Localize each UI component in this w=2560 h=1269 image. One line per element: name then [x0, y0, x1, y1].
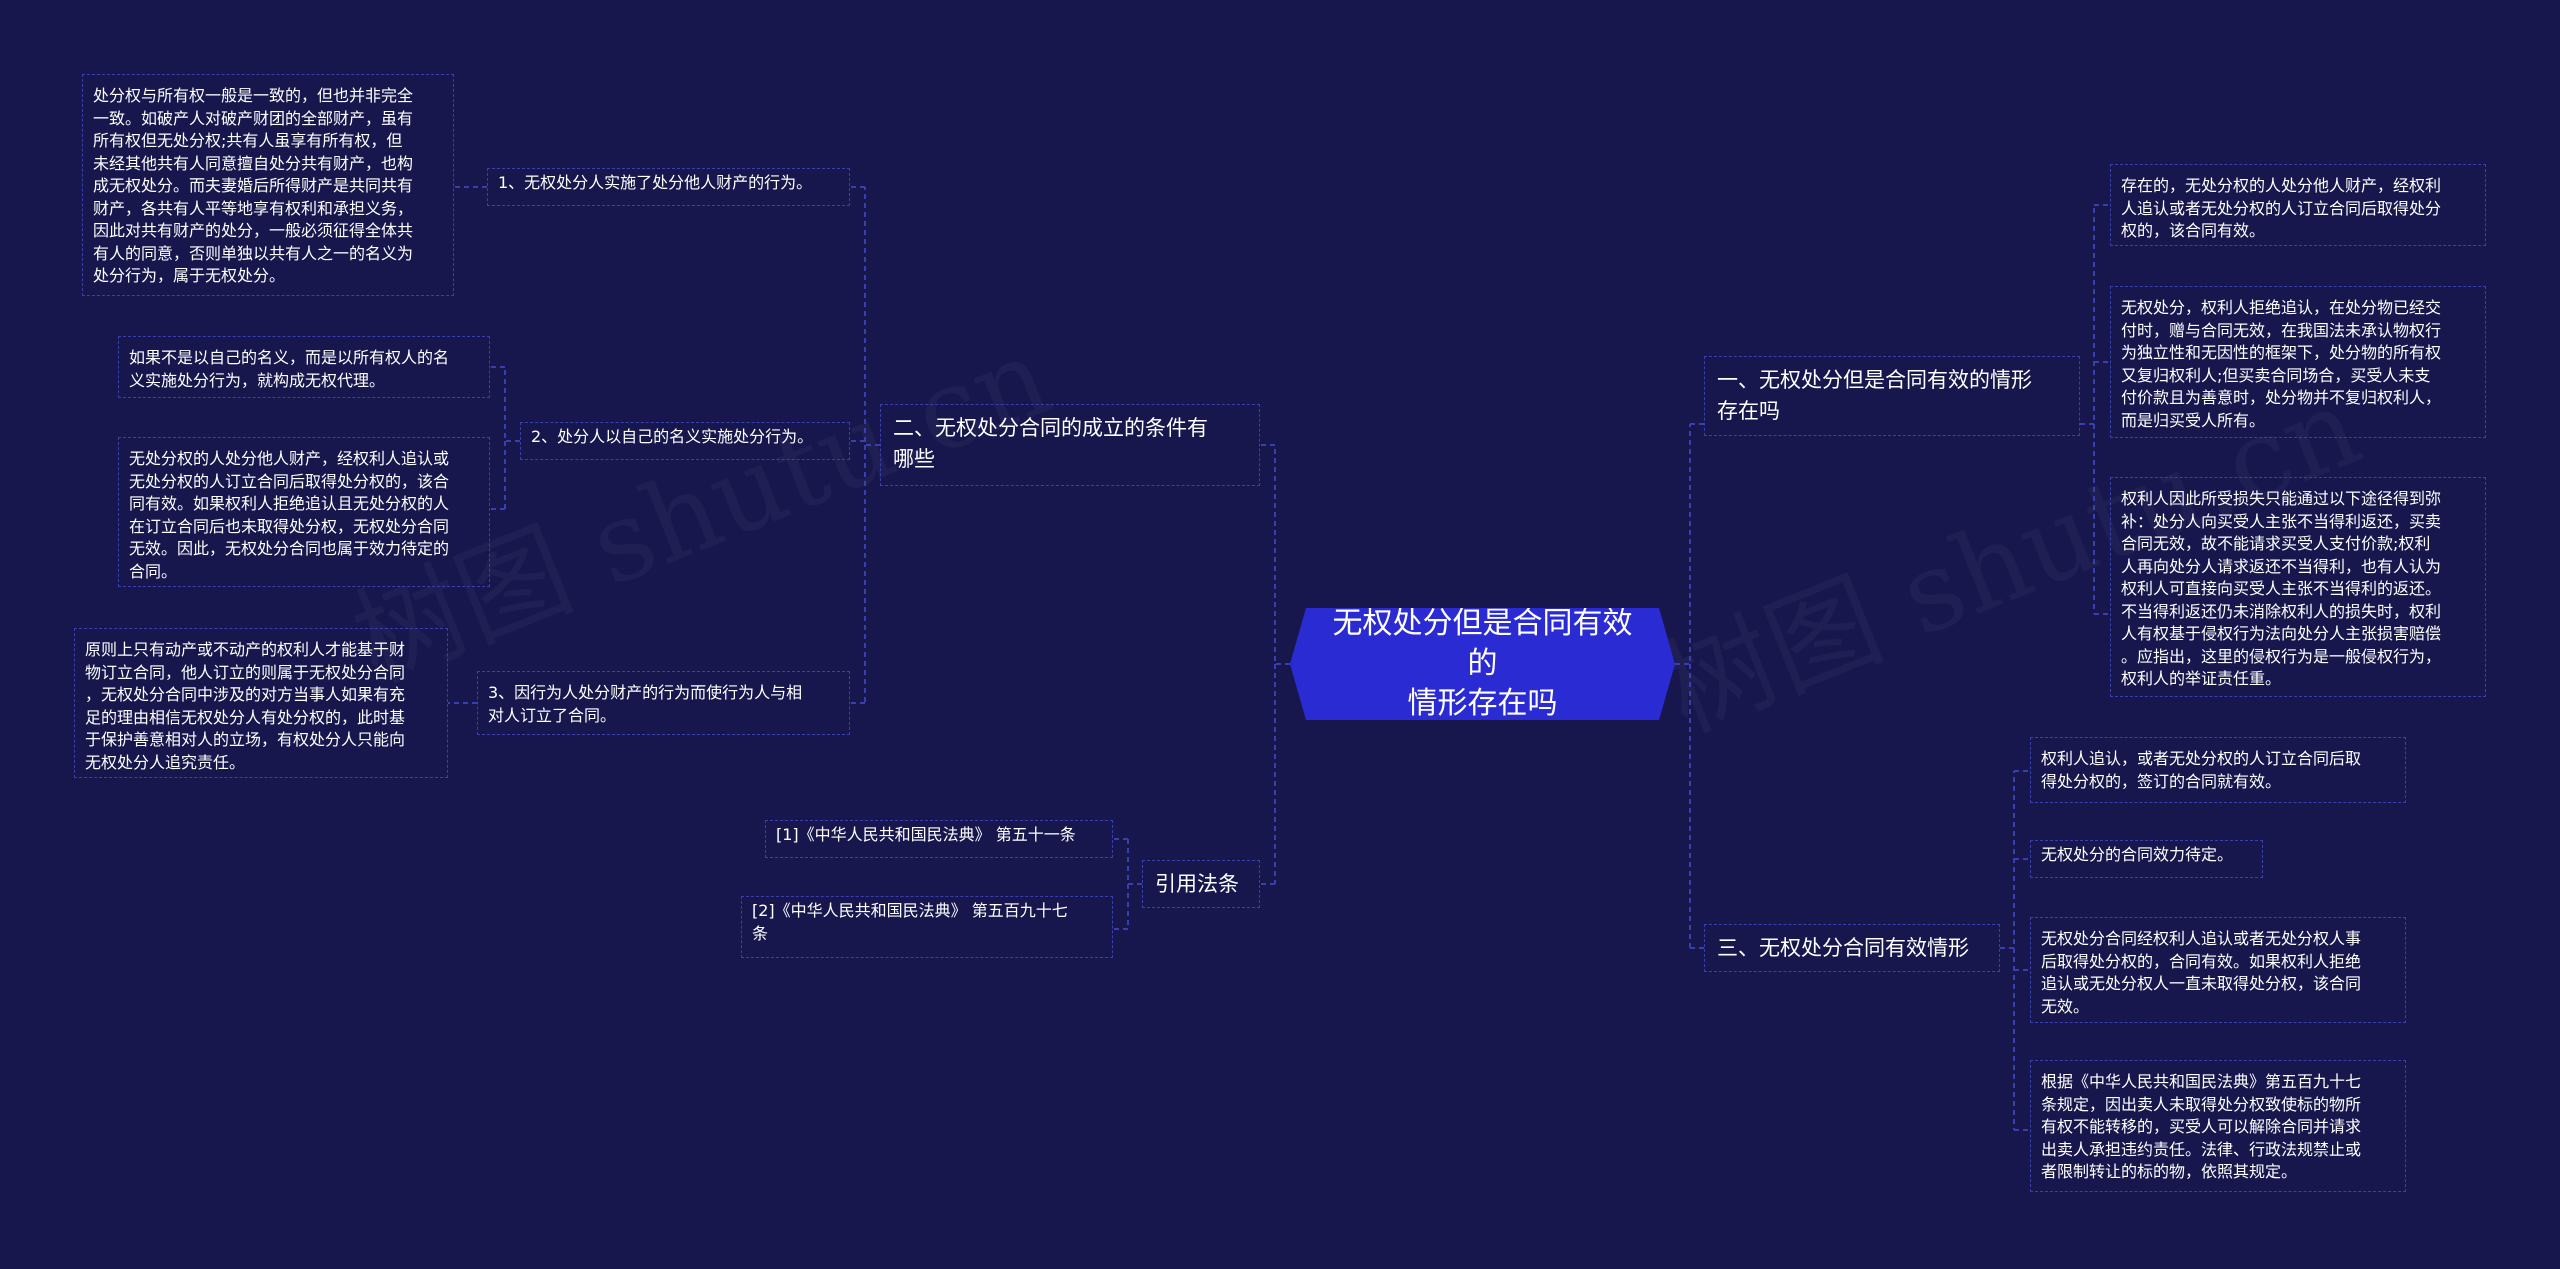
- citation-1[interactable]: [1]《中华人民共和国民法典》 第五十一条: [765, 820, 1113, 858]
- branch-3-leaf-1[interactable]: 权利人追认，或者无处分权的人订立合同后取 得处分权的，签订的合同就有效。: [2030, 737, 2406, 803]
- branch-2-subitem-2-detail-1[interactable]: 如果不是以自己的名义，而是以所有权人的名 义实施处分行为，就构成无权代理。: [118, 336, 490, 398]
- branch-2-topic[interactable]: 二、无权处分合同的成立的条件有 哪些: [880, 404, 1260, 486]
- branch-2-subitem-3[interactable]: 3、因行为人处分财产的行为而使行为人与相 对人订立了合同。: [477, 671, 850, 735]
- branch-2-subitem-3-detail[interactable]: 原则上只有动产或不动产的权利人才能基于财 物订立合同，他人订立的则属于无权处分合…: [74, 628, 448, 778]
- branch-3-leaf-3[interactable]: 无权处分合同经权利人追认或者无处分权人事 后取得处分权的，合同有效。如果权利人拒…: [2030, 917, 2406, 1023]
- link-b3-children: [2000, 770, 2030, 1131]
- branch-2-subitem-1-detail[interactable]: 处分权与所有权一般是一致的，但也并非完全 一致。如破产人对破产财团的全部财产，虽…: [82, 74, 454, 296]
- branch-3-topic[interactable]: 三、无权处分合同有效情形: [1704, 924, 2000, 972]
- branch-1-topic[interactable]: 一、无权处分但是合同有效的情形 存在吗: [1704, 356, 2080, 436]
- link-root-left: [1274, 445, 1290, 884]
- branch-1-leaf-1[interactable]: 存在的，无处分权的人处分他人财产，经权利 人追认或者无处分权的人订立合同后取得处…: [2110, 164, 2486, 246]
- link-root-right: [1675, 424, 1691, 948]
- branch-3-leaf-2[interactable]: 无权处分的合同效力待定。: [2030, 840, 2263, 878]
- link-sub2-leaves: [490, 366, 520, 510]
- link-b4-citations: [1113, 838, 1142, 930]
- link-b1-children: [2080, 204, 2110, 615]
- branch-3-leaf-4[interactable]: 根据《中华人民共和国民法典》第五百九十七 条规定，因出卖人未取得处分权致使标的物…: [2030, 1060, 2406, 1192]
- branch-4-topic[interactable]: 引用法条: [1142, 860, 1260, 908]
- branch-1-leaf-3[interactable]: 权利人因此所受损失只能通过以下途径得到弥 补：处分人向买受人主张不当得利返还，买…: [2110, 477, 2486, 697]
- branch-2-subitem-2-detail-2[interactable]: 无处分权的人处分他人财产，经权利人追认或 无处分权的人订立合同后取得处分权的，该…: [118, 437, 490, 587]
- citation-2[interactable]: [2]《中华人民共和国民法典》 第五百九十七 条: [741, 896, 1113, 958]
- branch-2-subitem-2[interactable]: 2、处分人以自己的名义实施处分行为。: [520, 422, 850, 460]
- branch-2-subitem-1[interactable]: 1、无权处分人实施了处分他人财产的行为。: [487, 168, 850, 206]
- root-topic[interactable]: 无权处分但是合同有效的 情形存在吗: [1290, 608, 1675, 720]
- link-b2-subitems: [850, 186, 880, 704]
- branch-1-leaf-2[interactable]: 无权处分，权利人拒绝追认，在处分物已经交 付时，赠与合同无效，在我国法未承认物权…: [2110, 286, 2486, 438]
